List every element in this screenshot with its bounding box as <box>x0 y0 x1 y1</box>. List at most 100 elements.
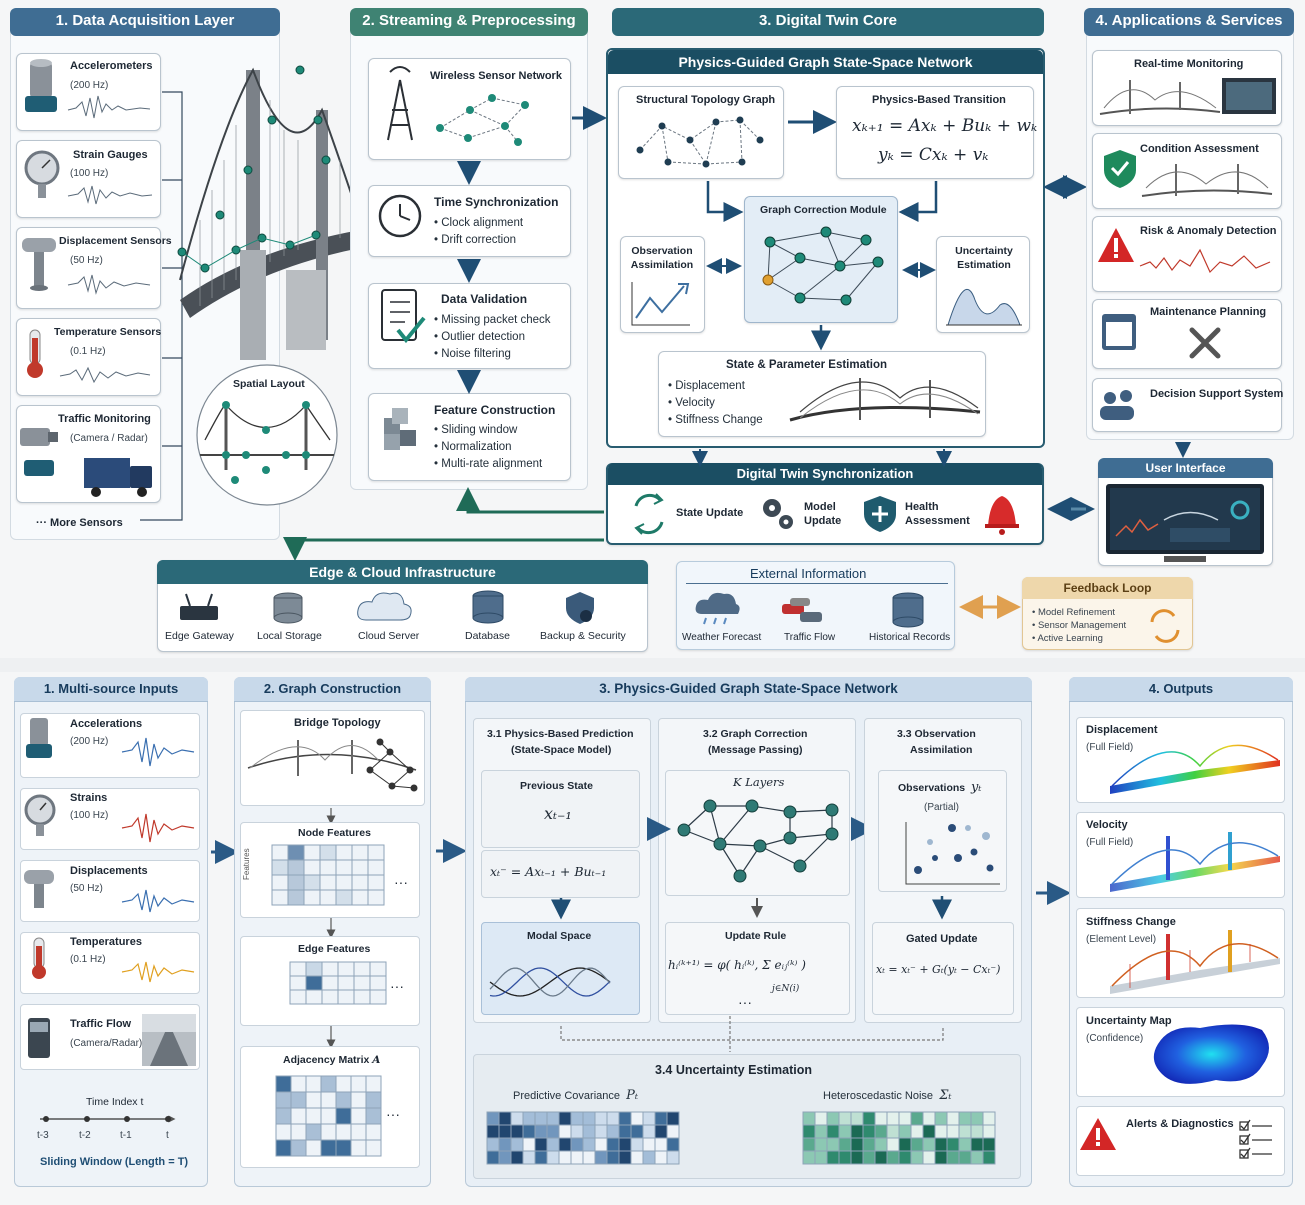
grid-cell <box>814 1137 828 1152</box>
grid-cell <box>522 1124 536 1139</box>
output-name: Displacement <box>1086 724 1158 736</box>
grid-cell <box>369 975 387 991</box>
topology-label: Structural Topology Graph <box>636 94 776 106</box>
grid-cell <box>303 844 321 861</box>
input-rate: (50 Hz) <box>70 883 103 894</box>
grid-cell <box>802 1150 816 1165</box>
grid-cell <box>498 1137 512 1152</box>
stream-arrows <box>457 106 607 394</box>
grid-cell <box>353 975 371 991</box>
mode-shape-curve <box>489 967 611 997</box>
grid-cell <box>910 1137 924 1152</box>
clock-icon <box>378 194 422 238</box>
signal-wave <box>67 185 153 205</box>
grid-cell <box>275 1139 292 1157</box>
grid-cell <box>303 874 321 891</box>
sensor-rate: (50 Hz) <box>70 255 103 266</box>
p2-sub: (Message Passing) <box>708 744 803 756</box>
block-item: • Multi-rate alignment <box>434 458 543 470</box>
edge-more: ··· <box>390 978 404 994</box>
observation-label: Observation Assimilation <box>630 245 694 271</box>
state-item: • Stiffness Change <box>668 414 763 426</box>
grid-cell <box>826 1124 840 1139</box>
adjacency-label: Adjacency Matrix A <box>283 1054 381 1066</box>
sync-item: Health Assessment <box>905 501 970 527</box>
grid-cell <box>934 1137 948 1152</box>
database-icon <box>472 590 504 624</box>
grid-cell <box>320 1123 337 1141</box>
input-rate: (200 Hz) <box>70 736 109 747</box>
output-name: Alerts & Diagnostics <box>1126 1118 1234 1130</box>
grid-cell <box>922 1137 936 1152</box>
grid-cell <box>982 1150 996 1165</box>
sensor-name: Accelerometers <box>70 60 153 72</box>
grid-cell <box>290 1139 307 1157</box>
grid-cell <box>287 844 305 861</box>
input-name: Accelerations <box>70 718 143 730</box>
grid-cell <box>321 975 339 991</box>
gated-update-eq: xₜ = xₜ⁻ + Gₜ(yₜ − Cxₜ⁻) <box>876 963 1001 976</box>
grid-cell <box>351 859 369 876</box>
bridge-thumb <box>1099 80 1221 115</box>
bridge-illustration <box>177 65 361 360</box>
grid-cell <box>522 1137 536 1152</box>
external-divider <box>686 583 948 584</box>
cloud-icon <box>357 592 412 621</box>
signal-wave <box>121 889 195 913</box>
router-icon <box>180 593 218 620</box>
partial-label: (Partial) <box>924 802 960 813</box>
grid-cell <box>319 889 337 906</box>
infra-label: Local Storage <box>257 630 322 642</box>
signal-wave <box>59 366 151 384</box>
gated-update-card <box>872 922 1014 1015</box>
grid-cell <box>365 1075 382 1093</box>
grid-cell <box>498 1150 512 1165</box>
sensor-rate: (0.1 Hz) <box>70 346 106 357</box>
output-sub: (Element Level) <box>1086 934 1157 945</box>
state-item: • Velocity <box>668 397 715 409</box>
grid-cell <box>946 1150 960 1165</box>
grid-cell <box>970 1124 984 1139</box>
grid-cell <box>558 1111 572 1126</box>
grid-cell <box>534 1111 548 1126</box>
sensor-name: Displacement Sensors <box>59 235 172 247</box>
p1-title: 3.1 Physics-Based Prediction <box>487 728 634 740</box>
grid-cell <box>594 1137 608 1152</box>
grid-cell <box>350 1075 367 1093</box>
grid-cell <box>982 1137 996 1152</box>
grid-cell <box>874 1137 888 1152</box>
grid-cell <box>666 1124 680 1139</box>
grid-cell <box>946 1124 960 1139</box>
grid-cell <box>594 1111 608 1126</box>
grid-cell <box>850 1137 864 1152</box>
grid-cell <box>946 1137 960 1152</box>
state-bridge-image <box>789 378 981 422</box>
p2-title: 3.2 Graph Correction <box>703 728 808 740</box>
uncertainty-map <box>1153 1024 1269 1084</box>
grid-cell <box>287 874 305 891</box>
grid-cell <box>498 1124 512 1139</box>
grid-cell <box>321 989 339 1005</box>
block-item: • Missing packet check <box>434 314 551 326</box>
app-card <box>1092 216 1282 292</box>
ui-header: User Interface <box>1098 458 1273 478</box>
gauge-icon <box>24 794 56 836</box>
graph-to-pgssn-arrow <box>436 839 467 863</box>
grid-cell <box>910 1124 924 1139</box>
pgssn-dashed-connectors <box>560 1016 944 1052</box>
grid-cell <box>958 1137 972 1152</box>
grid-cell <box>335 1107 352 1125</box>
grid-cell <box>305 1091 322 1109</box>
accelerometer-icon <box>26 718 52 758</box>
grid-cell <box>862 1150 876 1165</box>
external-label: Traffic Flow <box>784 632 836 643</box>
input-rate: (Camera/Radar) <box>70 1038 143 1049</box>
grid-cell <box>271 859 289 876</box>
edge-feature-grid <box>289 961 387 1005</box>
grid-cell <box>275 1075 292 1093</box>
app-label: Risk & Anomaly Detection <box>1140 225 1277 237</box>
grid-cell <box>802 1124 816 1139</box>
outputs-header: 4. Outputs <box>1069 677 1293 702</box>
grid-cell <box>353 989 371 1005</box>
block-title: Feature Construction <box>434 403 556 417</box>
